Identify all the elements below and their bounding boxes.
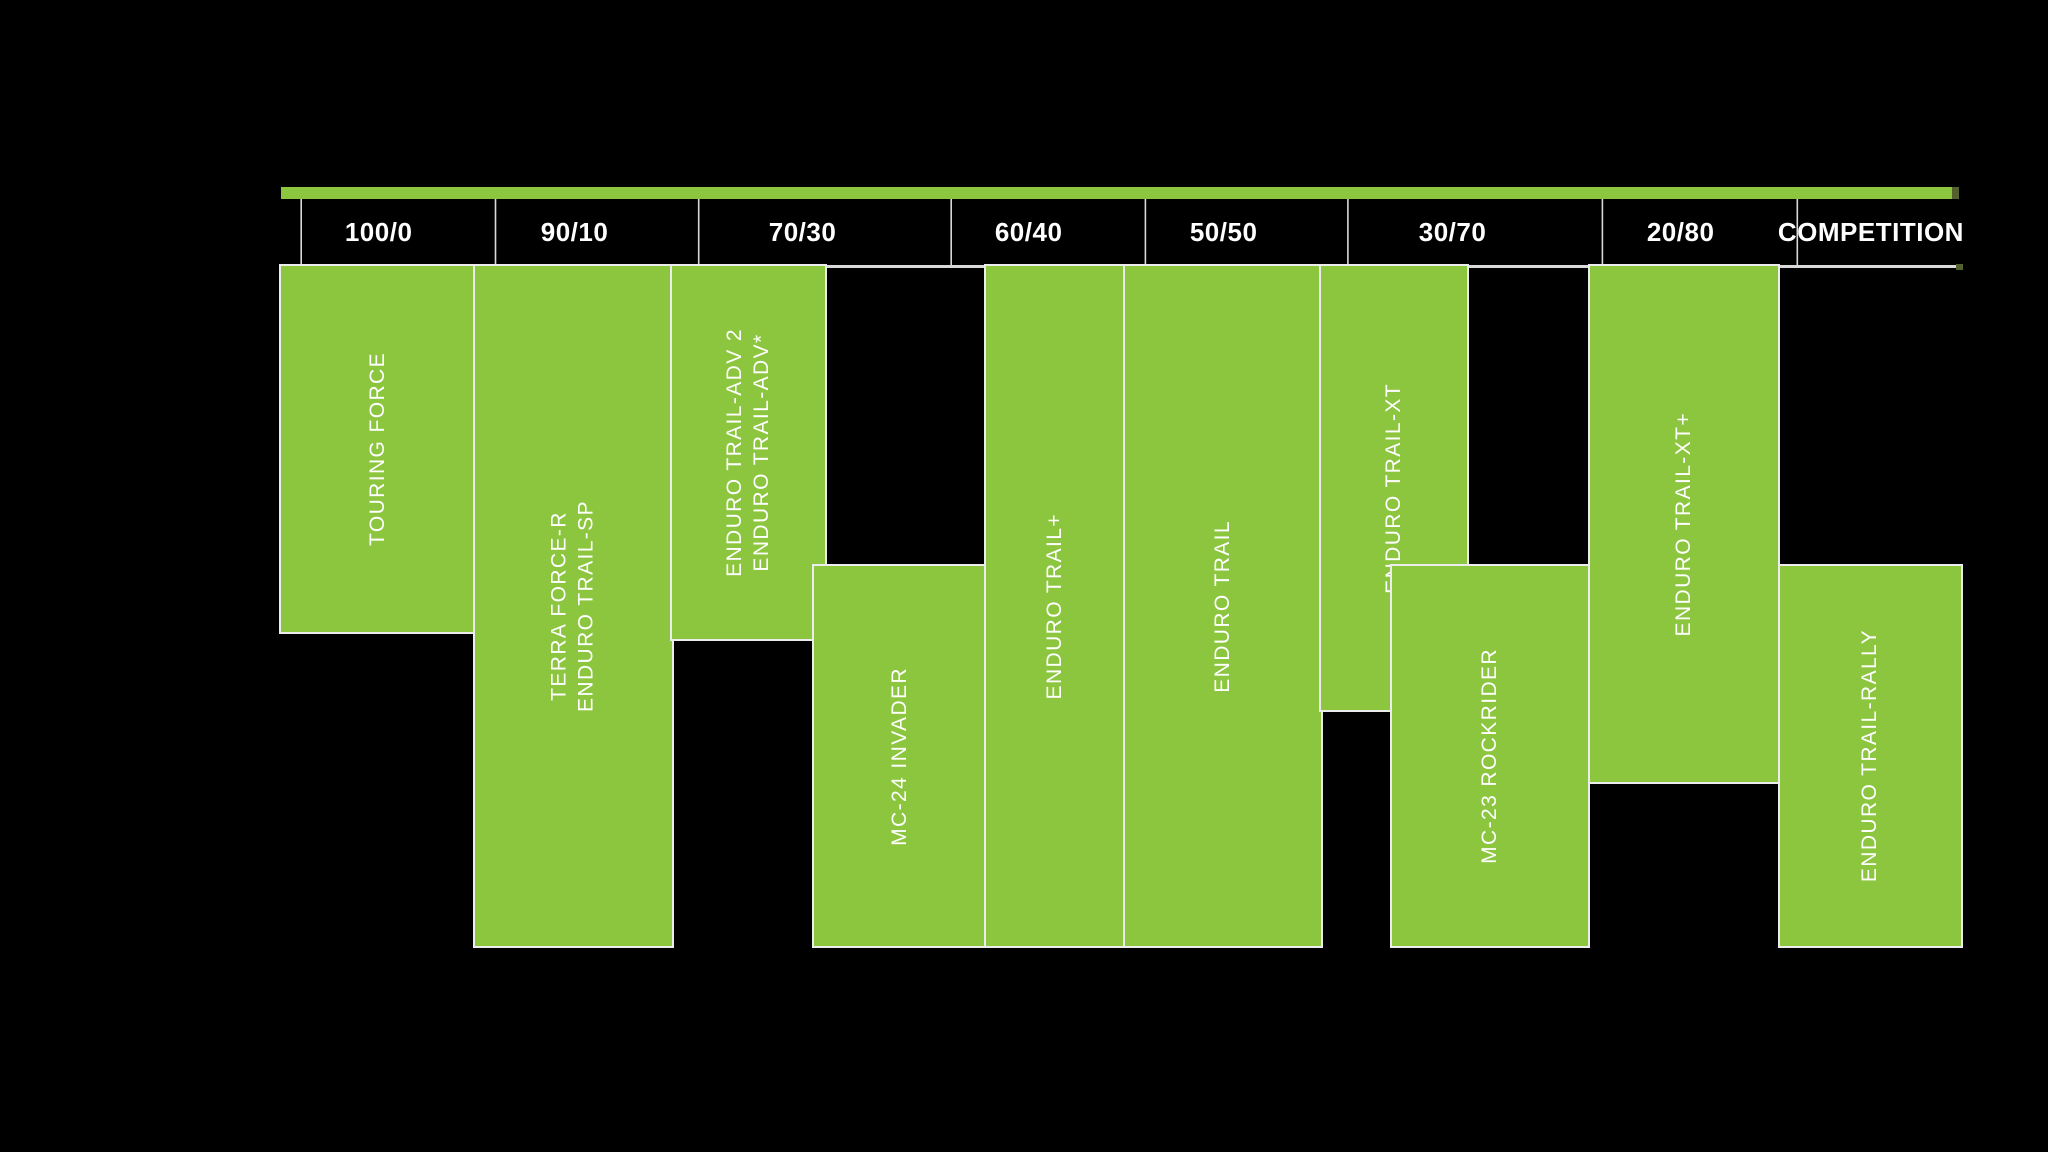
bar-enduro-trail-rally[interactable]: ENDURO TRAIL-RALLY <box>1780 566 1961 946</box>
bar-label-mc-23-rockrider: MC-23 ROCKRIDER <box>1477 648 1501 864</box>
bar-mc-23-rockrider[interactable]: MC-23 ROCKRIDER <box>1392 566 1588 946</box>
header-cell-20-80[interactable]: 20/80 <box>1601 199 1759 266</box>
header-cell-90-10[interactable]: 90/10 <box>494 199 653 266</box>
header-cell-50-50[interactable]: 50/50 <box>1144 199 1302 266</box>
header-cell-100-0[interactable]: 100/0 <box>300 199 455 266</box>
header-label: 70/30 <box>768 217 837 247</box>
ratio-header-row: 100/0 90/10 70/30 60/40 50/50 30/70 20/8… <box>281 199 1964 266</box>
bar-enduro-trail[interactable]: ENDURO TRAIL <box>1125 266 1321 946</box>
header-cell-competition[interactable]: COMPETITION <box>1778 199 1964 266</box>
header-cell-70-30[interactable]: 70/30 <box>697 199 905 266</box>
header-label: 60/40 <box>995 217 1063 247</box>
header-underline-end-cap <box>1956 264 1963 270</box>
header-label: 30/70 <box>1418 217 1487 247</box>
header-label: 50/50 <box>1190 217 1258 247</box>
header-label: COMPETITION <box>1778 217 1965 247</box>
bar-label-enduro-trail-plus: ENDURO TRAIL+ <box>1043 512 1067 700</box>
bar-label-enduro-trail-xt-plus: ENDURO TRAIL-XT+ <box>1671 411 1695 637</box>
header-label: 100/0 <box>345 217 413 247</box>
bar-label-enduro-trail-rally: ENDURO TRAIL-RALLY <box>1858 629 1882 883</box>
header-label: 20/80 <box>1647 217 1715 247</box>
header-cell-60-40[interactable]: 60/40 <box>950 199 1105 266</box>
bar-label-mc-24-invader: MC-24 INVADER <box>887 666 911 846</box>
bar-label-enduro-trail: ENDURO TRAIL <box>1210 519 1234 693</box>
bar-enduro-trail-xt-plus[interactable]: ENDURO TRAIL-XT+ <box>1590 266 1778 782</box>
top-accent-rule <box>281 187 1957 199</box>
header-cell-30-70[interactable]: 30/70 <box>1347 199 1556 266</box>
bar-enduro-trail-plus[interactable]: ENDURO TRAIL+ <box>986 266 1125 946</box>
top-accent-rule-end-cap <box>1952 187 1959 199</box>
header-label: 90/10 <box>540 217 609 247</box>
bar-label-touring-force: TOURING FORCE <box>365 352 389 546</box>
bar-mc-24-invader[interactable]: MC-24 INVADER <box>814 566 986 946</box>
bar-touring-force[interactable]: TOURING FORCE <box>281 266 475 632</box>
